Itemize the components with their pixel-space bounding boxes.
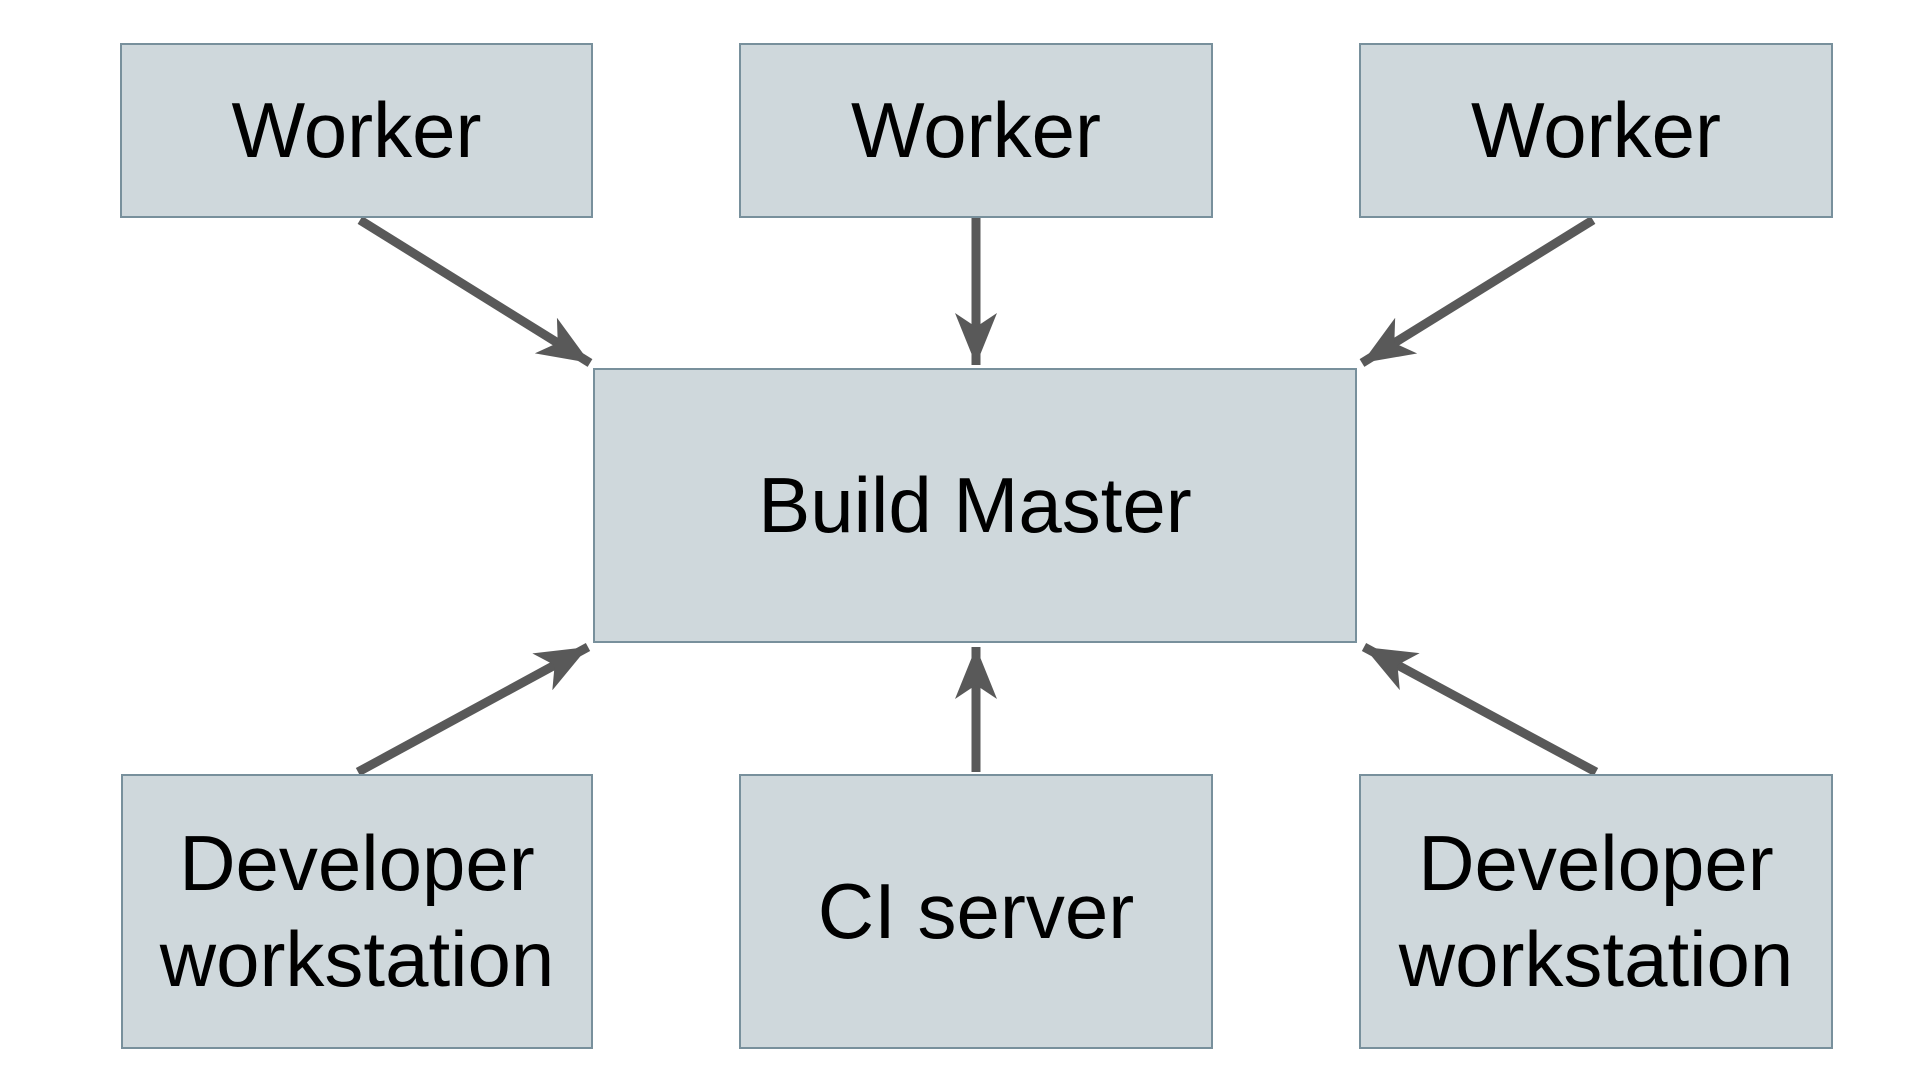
node-developer-workstation-1-label: Developer workstation [159, 819, 555, 1003]
node-build-master: Build Master [593, 368, 1357, 643]
node-worker-1: Worker [120, 43, 593, 218]
node-developer-workstation-2: Developer workstation [1359, 774, 1833, 1049]
node-worker-3-label: Worker [1471, 85, 1721, 174]
arrow-devworkstation2-to-buildmaster [1361, 643, 1599, 776]
arrow-worker3-to-buildmaster [1359, 216, 1596, 367]
node-worker-1-label: Worker [231, 85, 482, 174]
node-ci-server: CI server [739, 774, 1213, 1049]
arrow-devworkstation1-to-buildmaster [355, 643, 591, 776]
node-worker-2: Worker [739, 43, 1213, 218]
node-worker-3: Worker [1359, 43, 1833, 218]
node-developer-workstation-2-label: Developer workstation [1398, 819, 1794, 1003]
node-build-master-label: Build Master [758, 460, 1192, 549]
node-worker-2-label: Worker [851, 85, 1101, 174]
node-developer-workstation-1: Developer workstation [121, 774, 593, 1049]
arrow-worker1-to-buildmaster [357, 216, 593, 367]
node-ci-server-label: CI server [817, 866, 1135, 955]
